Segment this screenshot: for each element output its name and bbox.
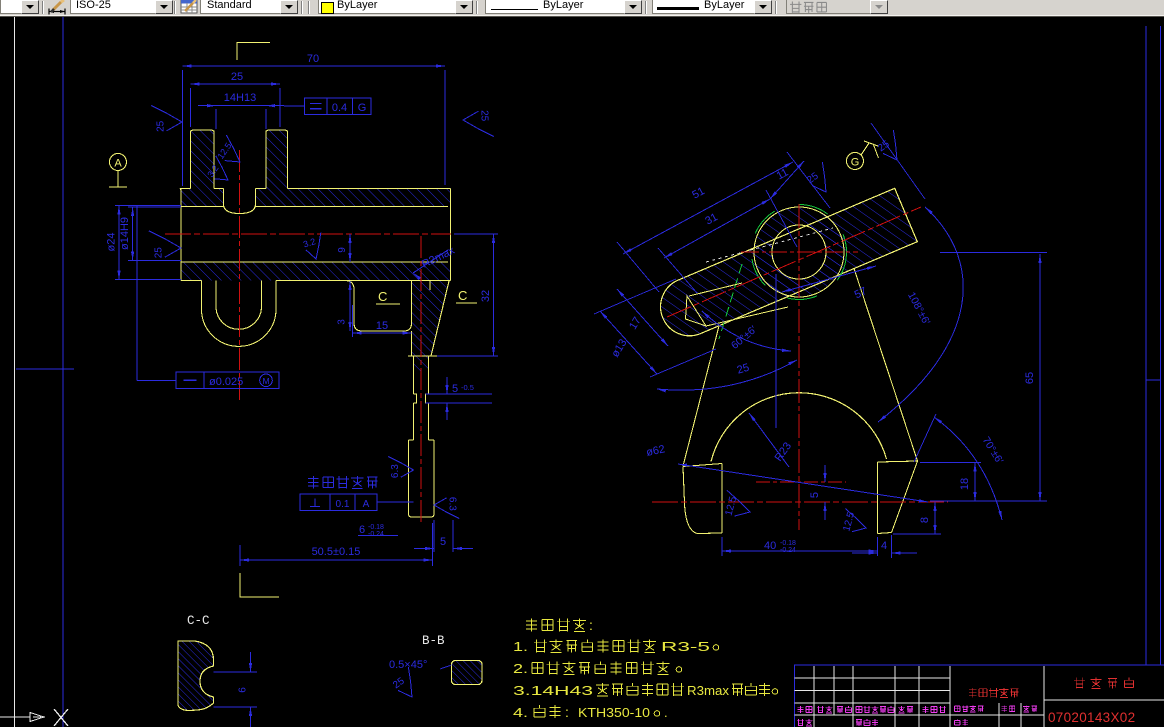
svg-text:C-C: C-C: [187, 614, 210, 628]
svg-text:0.4: 0.4: [332, 102, 347, 114]
svg-text::: :: [589, 617, 593, 633]
svg-text:3.14H43: 3.14H43: [513, 683, 593, 698]
svg-text:A: A: [363, 499, 370, 510]
svg-text:8: 8: [919, 517, 931, 523]
svg-text:17: 17: [627, 315, 644, 332]
svg-text:1.: 1.: [513, 639, 528, 654]
svg-text:57: 57: [853, 285, 869, 301]
svg-text:5: 5: [440, 536, 446, 548]
svg-text:M: M: [262, 376, 269, 386]
svg-text:G: G: [358, 102, 367, 114]
svg-text:A: A: [114, 158, 122, 170]
svg-text:C: C: [378, 289, 387, 304]
svg-text:31: 31: [703, 211, 719, 227]
svg-text:18: 18: [959, 478, 971, 490]
svg-text:70: 70: [307, 53, 319, 65]
svg-text:11: 11: [775, 166, 791, 182]
svg-text:-0.18: -0.18: [368, 524, 384, 531]
svg-text:25: 25: [736, 362, 751, 377]
svg-text:6.3: 6.3: [446, 497, 457, 511]
svg-text:25: 25: [154, 247, 165, 259]
svg-text:07020143X02: 07020143X02: [1048, 710, 1135, 725]
svg-text:ø14H9: ø14H9: [119, 217, 131, 250]
svg-text:-0.24: -0.24: [368, 531, 384, 538]
svg-text:5: 5: [809, 492, 821, 498]
svg-text:25: 25: [155, 120, 166, 132]
svg-text:51: 51: [690, 185, 706, 201]
svg-text:12.5: 12.5: [841, 511, 857, 533]
svg-text:ø24: ø24: [106, 233, 118, 252]
svg-text:9: 9: [337, 247, 348, 253]
svg-text:C: C: [458, 288, 467, 303]
svg-text:12.5: 12.5: [724, 495, 740, 517]
svg-text:25: 25: [231, 71, 243, 83]
svg-text:0.5×45°: 0.5×45°: [389, 659, 427, 671]
svg-text:50.5±0.15: 50.5±0.15: [312, 546, 361, 558]
svg-text:4: 4: [881, 540, 887, 552]
svg-text:5: 5: [452, 383, 458, 395]
svg-text:3.2: 3.2: [302, 236, 317, 249]
svg-text:0.1: 0.1: [336, 499, 350, 510]
svg-text:65: 65: [1024, 372, 1036, 384]
svg-text:4.: 4.: [513, 705, 528, 720]
svg-text:40: 40: [764, 540, 776, 552]
svg-text:-0.24: -0.24: [780, 547, 796, 554]
svg-text:6: 6: [359, 524, 365, 536]
svg-text:ø0.025: ø0.025: [209, 376, 243, 388]
svg-text:6.3: 6.3: [390, 464, 401, 478]
svg-text:-0.18: -0.18: [780, 540, 796, 547]
svg-text:15: 15: [376, 320, 388, 332]
svg-text:6: 6: [238, 687, 249, 693]
svg-text:3: 3: [337, 319, 348, 325]
svg-text::: :: [565, 704, 569, 720]
svg-text:B-B: B-B: [422, 634, 445, 648]
svg-text:-0.5: -0.5: [461, 383, 474, 392]
svg-text:G: G: [851, 157, 860, 169]
svg-text:2.: 2.: [513, 661, 528, 676]
svg-text:ø62: ø62: [645, 443, 666, 459]
svg-text:14H13: 14H13: [224, 92, 256, 104]
svg-text:25: 25: [479, 110, 490, 122]
svg-text:32: 32: [480, 290, 492, 302]
svg-text:R3-5: R3-5: [661, 639, 710, 654]
svg-text:R3max: R3max: [687, 683, 729, 698]
svg-text:.: .: [664, 705, 668, 720]
svg-text:KTH350-10: KTH350-10: [578, 705, 650, 720]
